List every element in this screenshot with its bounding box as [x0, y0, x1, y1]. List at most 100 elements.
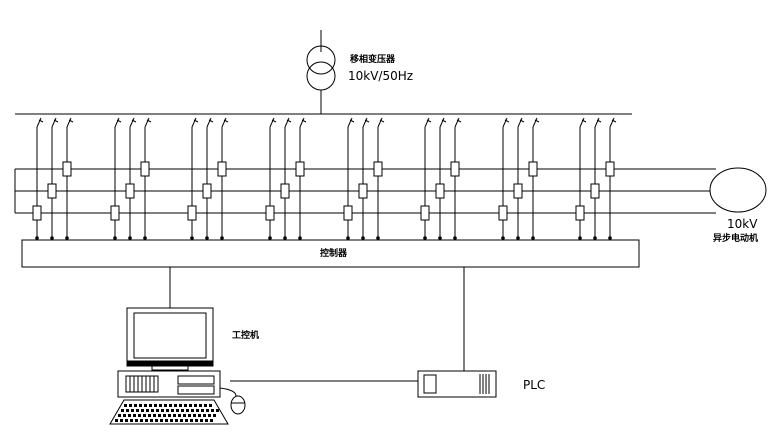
switch-mark [193, 119, 199, 123]
key [199, 404, 202, 407]
switch-mark [299, 117, 305, 128]
power-cell [110, 205, 120, 221]
junction-dot [283, 236, 287, 240]
key [150, 419, 153, 422]
key [178, 414, 181, 417]
power-cell [47, 183, 57, 199]
junction-dot [438, 236, 442, 240]
key [191, 409, 194, 412]
key [181, 409, 184, 412]
power-cell [590, 183, 600, 199]
power-cell [187, 205, 197, 221]
key [166, 409, 169, 412]
switch-mark [301, 119, 307, 123]
switch-mark [38, 119, 44, 123]
switch-mark [609, 117, 615, 128]
junction-dot [346, 236, 350, 240]
power-cells [32, 117, 617, 240]
monitor-screen [133, 312, 207, 359]
key [125, 419, 128, 422]
junction-dot [578, 236, 582, 240]
key [186, 409, 189, 412]
switch-mark [502, 117, 508, 128]
key [138, 414, 141, 417]
key [120, 419, 123, 422]
key [154, 404, 157, 407]
controller-label: 控制器 [320, 247, 348, 259]
power-cell [125, 183, 135, 199]
switch-mark [504, 119, 510, 123]
industrial-pc [109, 307, 246, 425]
switch-mark [116, 119, 122, 123]
key [153, 414, 156, 417]
switch-mark [611, 119, 617, 123]
key [165, 419, 168, 422]
key [209, 404, 212, 407]
power-cell [280, 183, 290, 199]
power-cell [343, 205, 353, 221]
switch-mark [191, 117, 197, 128]
key [136, 409, 139, 412]
power-cell [32, 205, 42, 221]
key [201, 409, 204, 412]
switch-mark [424, 117, 430, 128]
switch-mark [579, 117, 585, 128]
key [170, 419, 173, 422]
key [183, 414, 186, 417]
plc-label: PLC [523, 378, 545, 392]
mouse-cable [219, 387, 237, 397]
key [205, 419, 208, 422]
key [169, 404, 172, 407]
key [171, 409, 174, 412]
junction-dot [593, 236, 597, 240]
key [216, 409, 219, 412]
junction-dot [516, 236, 520, 240]
switch-mark [284, 117, 290, 128]
power-cell [575, 205, 585, 221]
power-cell [498, 205, 508, 221]
key [121, 409, 124, 412]
key [148, 414, 151, 417]
key [156, 409, 159, 412]
switch-mark [454, 117, 460, 128]
switch-mark [426, 119, 432, 123]
key [180, 419, 183, 422]
key [160, 419, 163, 422]
switch-mark [114, 117, 120, 128]
junction-dot [128, 236, 132, 240]
switch-mark [131, 119, 137, 123]
key [175, 419, 178, 422]
switch-mark [439, 117, 445, 128]
key [190, 419, 193, 422]
key [151, 409, 154, 412]
key [115, 419, 118, 422]
key [161, 409, 164, 412]
junction-dot [220, 236, 224, 240]
junction-dot [298, 236, 302, 240]
key [176, 409, 179, 412]
switch-mark [271, 119, 277, 123]
power-cell [513, 183, 523, 199]
key [204, 404, 207, 407]
switch-mark [129, 117, 135, 128]
transformer-rating: 10kV/50Hz [348, 69, 413, 83]
transformer-title: 移相变压器 [350, 53, 396, 65]
junction-dot [50, 236, 54, 240]
motor-voltage: 10kV [727, 217, 758, 231]
key [208, 414, 211, 417]
junction-dot [376, 236, 380, 240]
key [143, 414, 146, 417]
junction-dot [608, 236, 612, 240]
key [189, 404, 192, 407]
key [210, 419, 213, 422]
motor-name: 异步电动机 [713, 232, 758, 244]
key [198, 414, 201, 417]
switch-mark [596, 119, 602, 123]
key [184, 404, 187, 407]
switch-mark [146, 119, 152, 123]
key [173, 414, 176, 417]
key [144, 404, 147, 407]
key [128, 414, 131, 417]
key [126, 409, 129, 412]
